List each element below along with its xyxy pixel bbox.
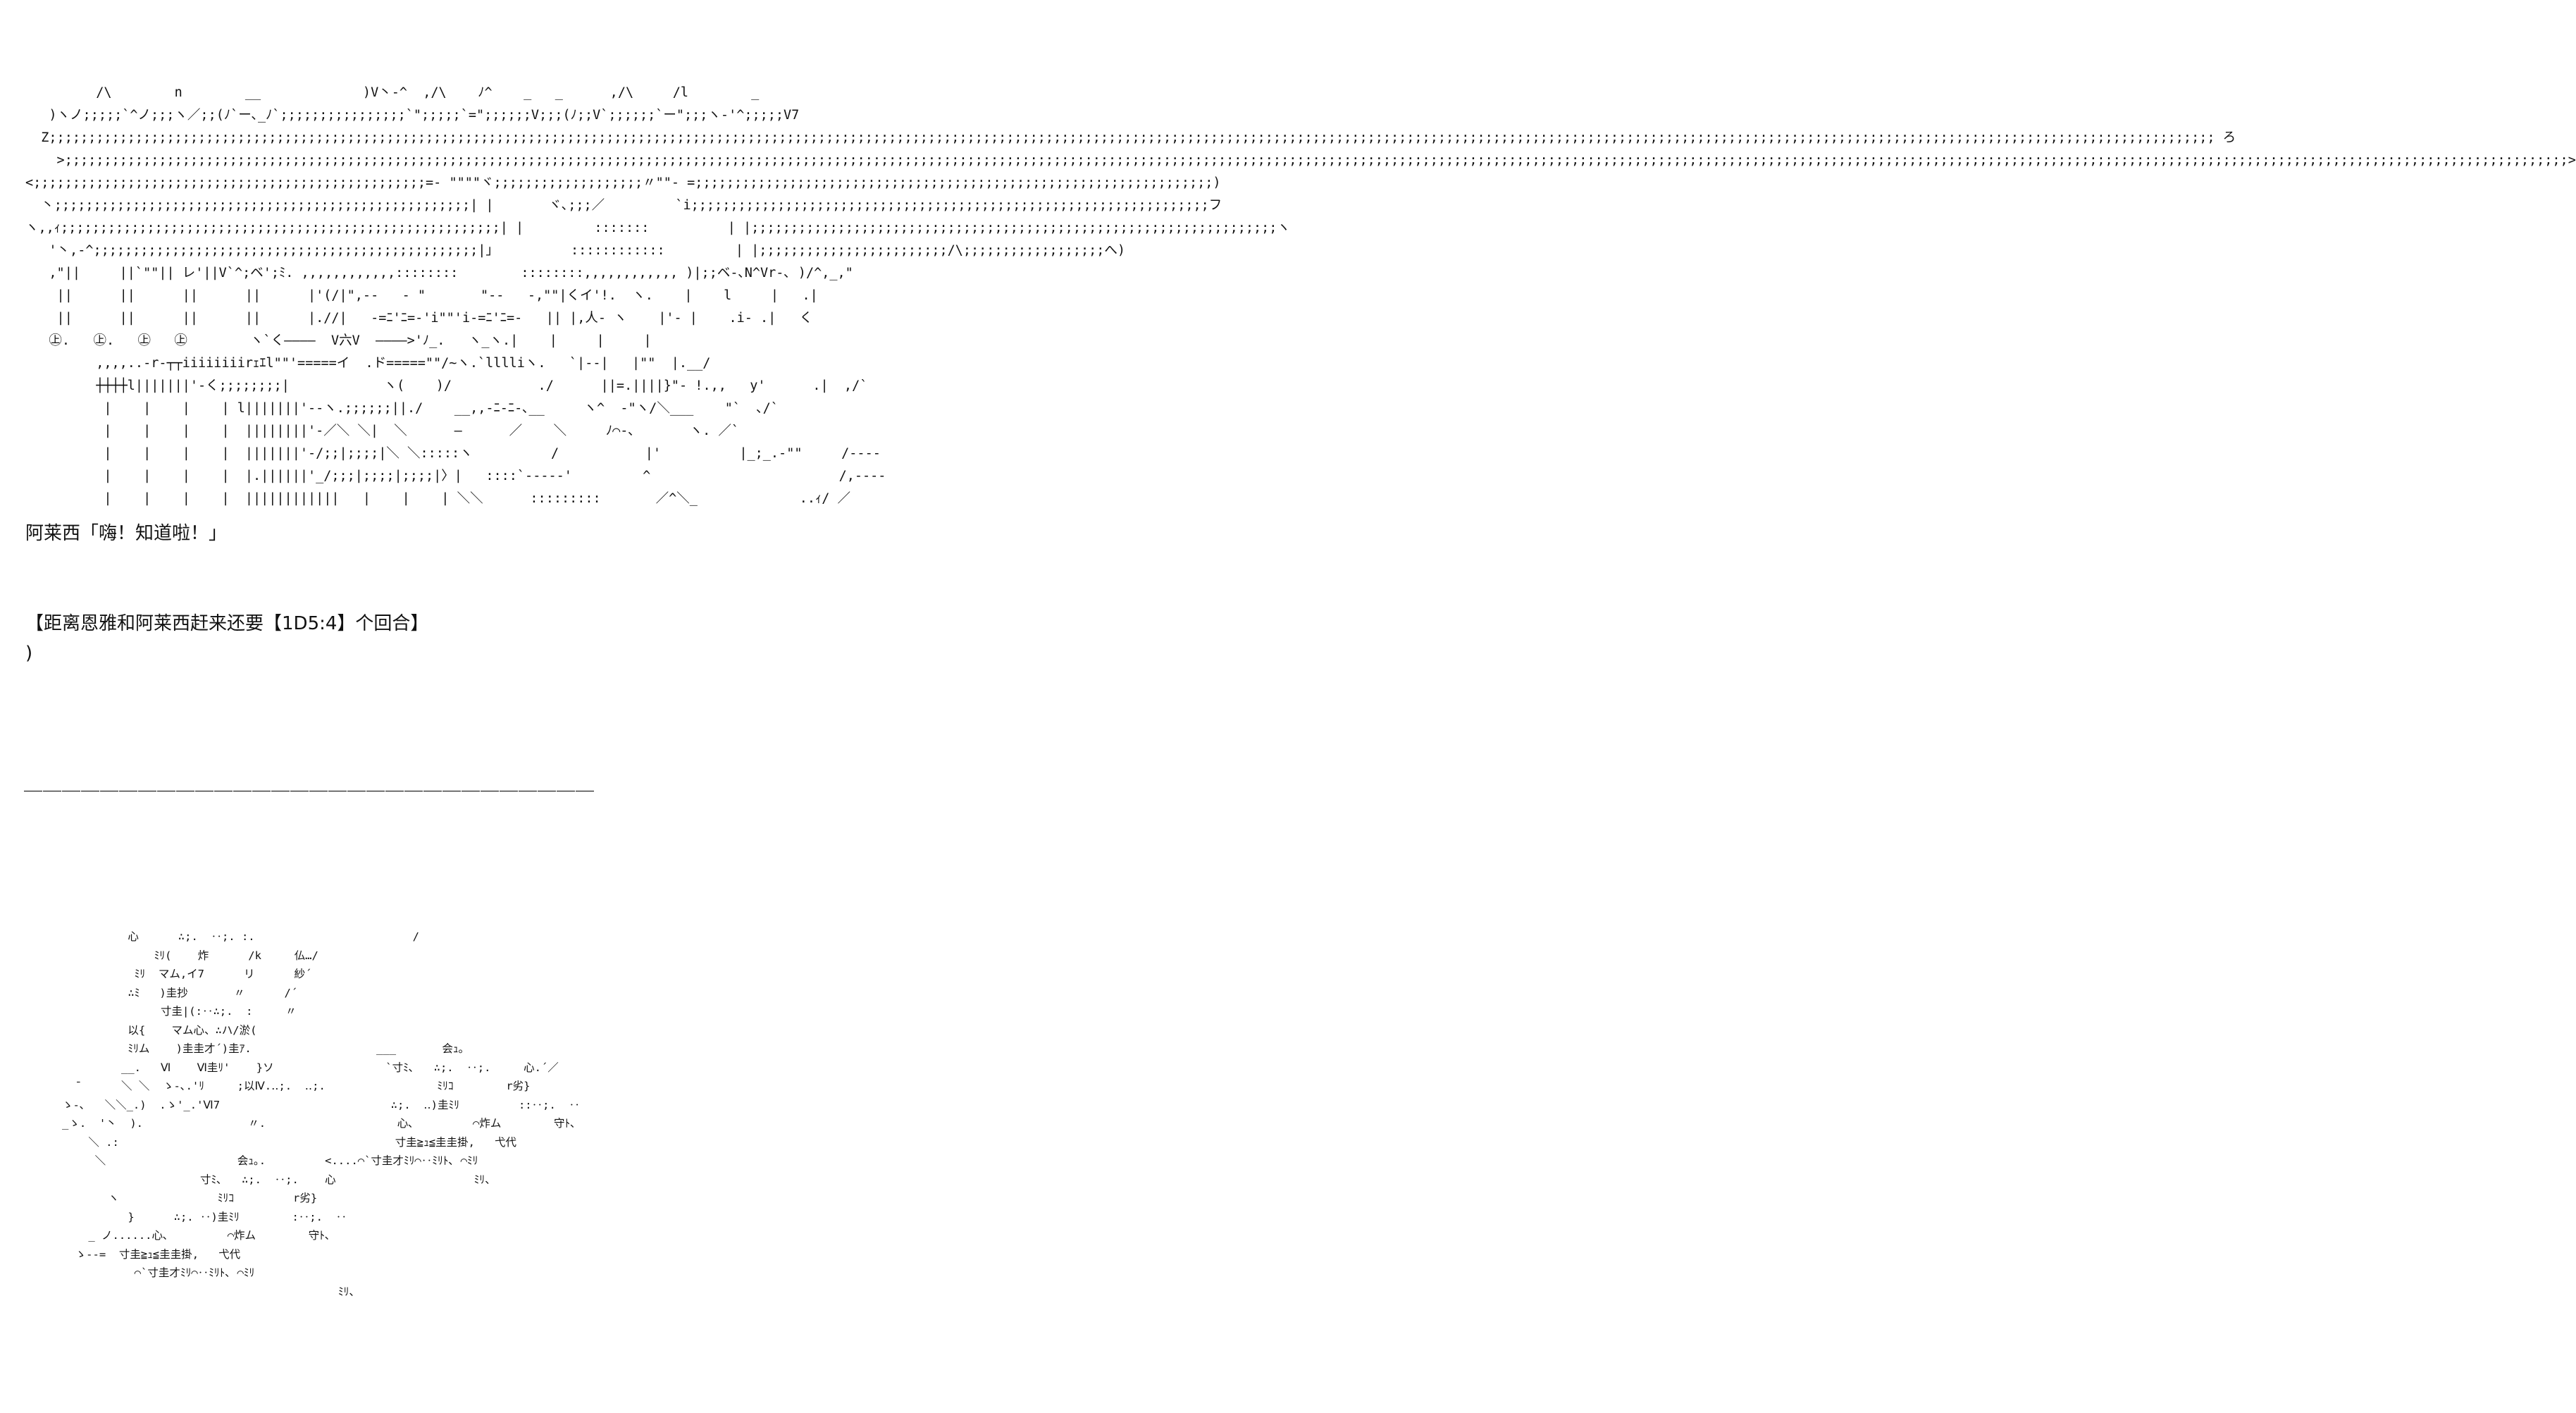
status-line: 【距离恩雅和阿莱西赶来还要【1D5:4】个回合】 bbox=[25, 613, 429, 634]
dialogue-caption: 阿莱西「嗨！知道啦！」 bbox=[25, 523, 228, 544]
ascii-art-top: /\ n __ )V丶‐^ ,/\ ﾉ^ _ _ ,/\ /l _ )ヽノ;;;… bbox=[25, 85, 2576, 506]
ascii-art-bottom: 心 ∴;. ‥;. :. / ﾐﾘ( 炸 /k 仏…/ ﾐﾘ マム,イ7 リ 紗… bbox=[62, 930, 580, 1298]
closing-paren: ) bbox=[25, 643, 33, 664]
divider-line: ＿＿＿＿＿＿＿＿＿＿＿＿＿＿＿＿＿＿＿＿＿＿＿＿＿＿＿＿＿＿ bbox=[24, 773, 595, 794]
